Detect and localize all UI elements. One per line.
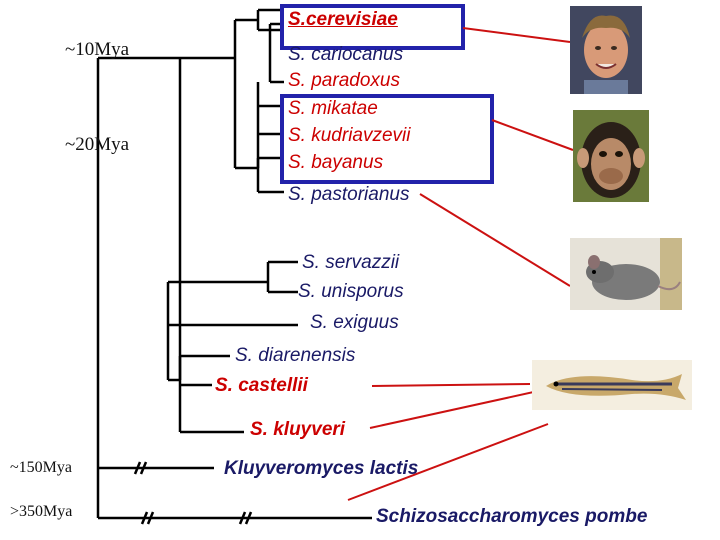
highlight-box-cerevisiae (280, 4, 465, 50)
species-label-kluyveri: S. kluyveri (250, 419, 346, 440)
age-label-350mya: >350Mya (10, 503, 73, 520)
human-photo (570, 6, 642, 94)
tree-branches (96, 8, 372, 520)
chimpanzee-photo (573, 110, 649, 202)
species-label-pastorianus: S. pastorianus (288, 184, 410, 205)
species-label-mikatae: S. mikatae (288, 98, 378, 119)
species-label-diarenensis: S. diarenensis (235, 345, 356, 366)
age-label-20mya: ~20Mya (65, 134, 130, 155)
species-label-cerevisiae: S.cerevisiae (288, 9, 398, 30)
species-label-paradoxus: S. paradoxus (288, 70, 400, 91)
species-label-cariocanus: S. cariocanus (288, 44, 404, 65)
break-marks (133, 461, 253, 525)
species-label-kudriavzevii: S. kudriavzevii (288, 125, 411, 146)
mouse-photo (570, 238, 682, 310)
species-label-lactis: Kluyveromyces lactis (224, 458, 419, 479)
species-label-pombe: Schizosaccharomyces pombe (376, 506, 648, 527)
zebrafish-photo (532, 360, 692, 410)
species-label-exiguus: S. exiguus (310, 312, 399, 333)
species-label-castellii: S. castellii (215, 375, 308, 396)
species-label-unisporus: S. unisporus (298, 281, 404, 302)
highlight-box-mikatae-bayanus (280, 94, 494, 184)
age-label-10mya: ~10Mya (65, 39, 130, 60)
species-label-servazzii: S. servazzii (302, 252, 400, 273)
species-label-bayanus: S. bayanus (288, 152, 384, 173)
age-label-150mya: ~150Mya (10, 459, 72, 476)
